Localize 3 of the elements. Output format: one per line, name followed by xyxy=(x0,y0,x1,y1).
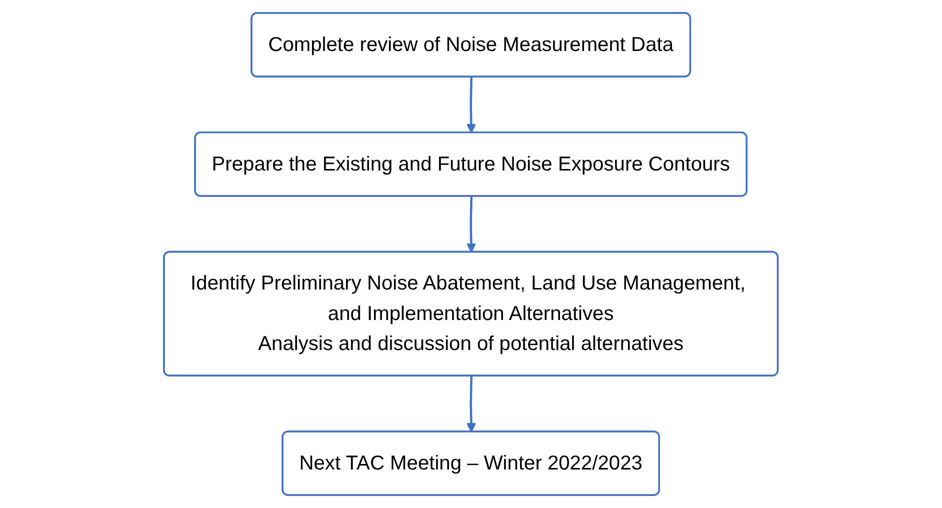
arrow xyxy=(466,376,476,432)
arrow xyxy=(466,196,476,253)
arrow xyxy=(466,77,476,134)
